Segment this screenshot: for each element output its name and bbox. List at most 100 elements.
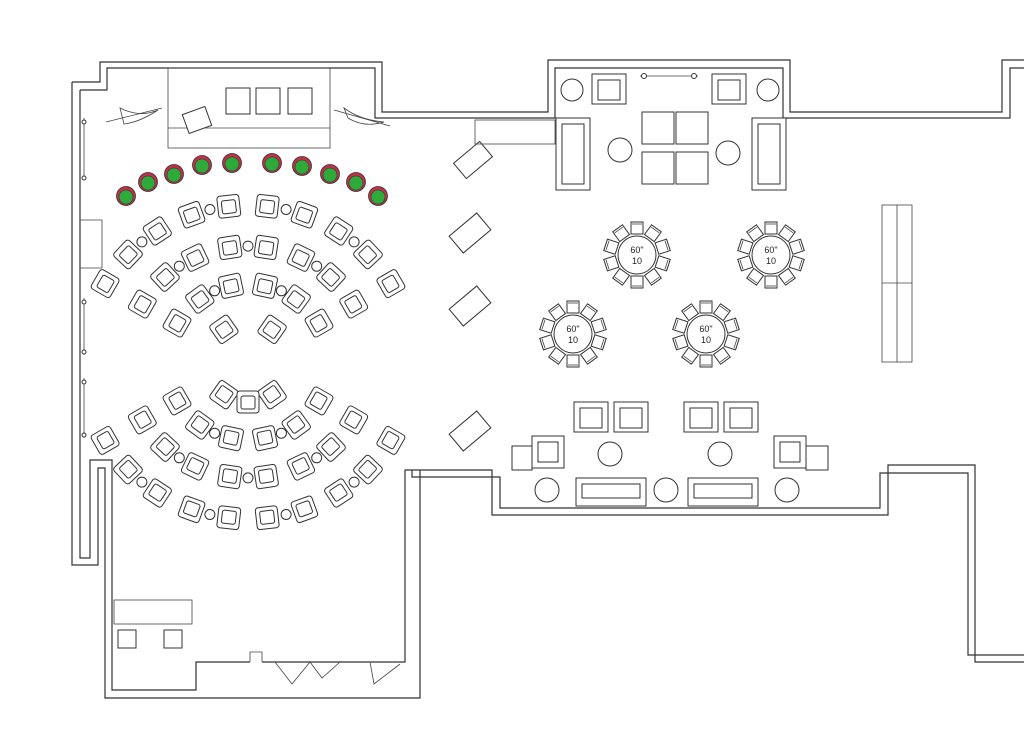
side-table-icon (204, 204, 216, 215)
lounge-chair-icon (180, 243, 210, 272)
lounge-chair-icon (290, 200, 319, 229)
side-table-icon (204, 509, 216, 520)
lounge-chair-icon (185, 284, 215, 314)
lounge-chair-icon (286, 243, 316, 272)
side-table-icon (209, 285, 221, 297)
banquet-chair-icon (712, 303, 731, 322)
table-top (751, 235, 791, 275)
accent-chair-icon (222, 153, 242, 173)
walls (71, 59, 1024, 699)
banquet-chair-icon (548, 303, 567, 322)
banquet-chair-icon (579, 346, 598, 365)
banquet-chair-icon (746, 224, 765, 243)
side-table-icon (136, 236, 148, 248)
lounge-chair-icon (216, 505, 242, 531)
lounge-chair-icon (150, 262, 180, 292)
side-table-icon (209, 427, 221, 439)
banquet-chair-icon (723, 317, 740, 334)
registration-desk (113, 599, 193, 649)
lounge-chair-icon (254, 505, 280, 531)
lounge-chair-icon (216, 193, 242, 219)
stage (105, 67, 391, 149)
accent-chair-icon (292, 156, 312, 176)
lounge-chair-icon (324, 216, 354, 246)
side-table-icon (348, 236, 360, 248)
table-size-label: 60" (764, 245, 777, 255)
banquet-chair-icon (764, 221, 778, 235)
banquet-chair-icon (777, 267, 796, 286)
lounge-chair-icon (376, 425, 406, 455)
banquet-chair-icon (788, 255, 805, 272)
accent-chair-icon (138, 172, 158, 192)
banquet-chair-icon (788, 238, 805, 255)
lounge-chair-icon (253, 234, 279, 261)
side-table-icon (311, 452, 323, 464)
table-size-label: 60" (566, 324, 579, 334)
banquet-chair-icon (603, 238, 620, 255)
theater-seating (90, 193, 406, 531)
lounge-chair-icon (142, 216, 172, 246)
lounge-chair-icon (353, 454, 383, 485)
table-size-label: 60" (699, 324, 712, 334)
banquet-chair-icon (672, 317, 689, 334)
accent-chair-row (116, 153, 388, 206)
lounge-chair-icon (353, 239, 383, 270)
lounge-chair-icon (217, 234, 243, 261)
banquet-chair-icon (723, 334, 740, 351)
banquet-chair-icon (681, 303, 700, 322)
lounge-chair-icon (162, 308, 192, 338)
upper-lounge (555, 73, 787, 191)
lounge-chair-icon (281, 410, 311, 440)
side-table-icon (242, 240, 254, 252)
side-table-icon (275, 285, 287, 297)
banquet-chair-icon (699, 300, 713, 314)
accent-chair-icon (116, 186, 136, 206)
banquet-chair-icon (590, 317, 607, 334)
banquet-chair-icon (566, 300, 580, 314)
lounge-chair-icon (180, 452, 210, 481)
accent-chair-icon (164, 164, 184, 184)
lounge-chair-icon (252, 425, 278, 452)
side-table-icon (173, 260, 185, 272)
lounge-chair-icon (209, 314, 239, 344)
lounge-chair-icon (209, 380, 239, 410)
lounge-chair-icon (286, 452, 316, 481)
accent-chair-icon (262, 153, 282, 173)
banquet-chair-icon (579, 303, 598, 322)
table-top (686, 314, 726, 354)
table-size-label: 60" (630, 245, 643, 255)
lounge-chair-icon (90, 269, 120, 299)
lower-lounge (511, 401, 829, 507)
lounge-chair-icon (217, 463, 243, 490)
table-seats-label: 10 (632, 256, 642, 266)
lounge-chair-icon (113, 454, 143, 485)
lounge-chair-icon (252, 272, 278, 299)
table-top (553, 314, 593, 354)
side-table-icon (280, 509, 292, 520)
banquet-chair-icon (630, 221, 644, 235)
buffet-counter (881, 204, 913, 363)
banquet-chair-icon (643, 224, 662, 243)
banquet-chair-icon (539, 334, 556, 351)
lounge-chair-icon (150, 432, 180, 462)
banquet-chair-icon (643, 267, 662, 286)
banquet-chair-icon (539, 317, 556, 334)
lounge-chair-icon (127, 289, 157, 319)
round-table: 60"10 (539, 300, 607, 368)
lounge-chair-icon (316, 262, 346, 292)
lounge-chair-icon (162, 386, 192, 416)
lounge-chair-icon (113, 239, 143, 270)
lounge-chair-icon (185, 410, 215, 440)
banquet-chair-icon (746, 267, 765, 286)
banquet-chair-icon (612, 267, 631, 286)
lounge-chair-icon (254, 193, 280, 219)
banquet-chair-icon (548, 346, 567, 365)
banquet-chair-icon (630, 275, 644, 289)
banquet-chair-icon (681, 346, 700, 365)
side-table-icon (242, 472, 254, 484)
lounge-chair-icon (290, 495, 319, 524)
banquet-chair-icon (654, 255, 671, 272)
round-table: 60"10 (603, 221, 671, 289)
table-seats-label: 10 (568, 335, 578, 345)
